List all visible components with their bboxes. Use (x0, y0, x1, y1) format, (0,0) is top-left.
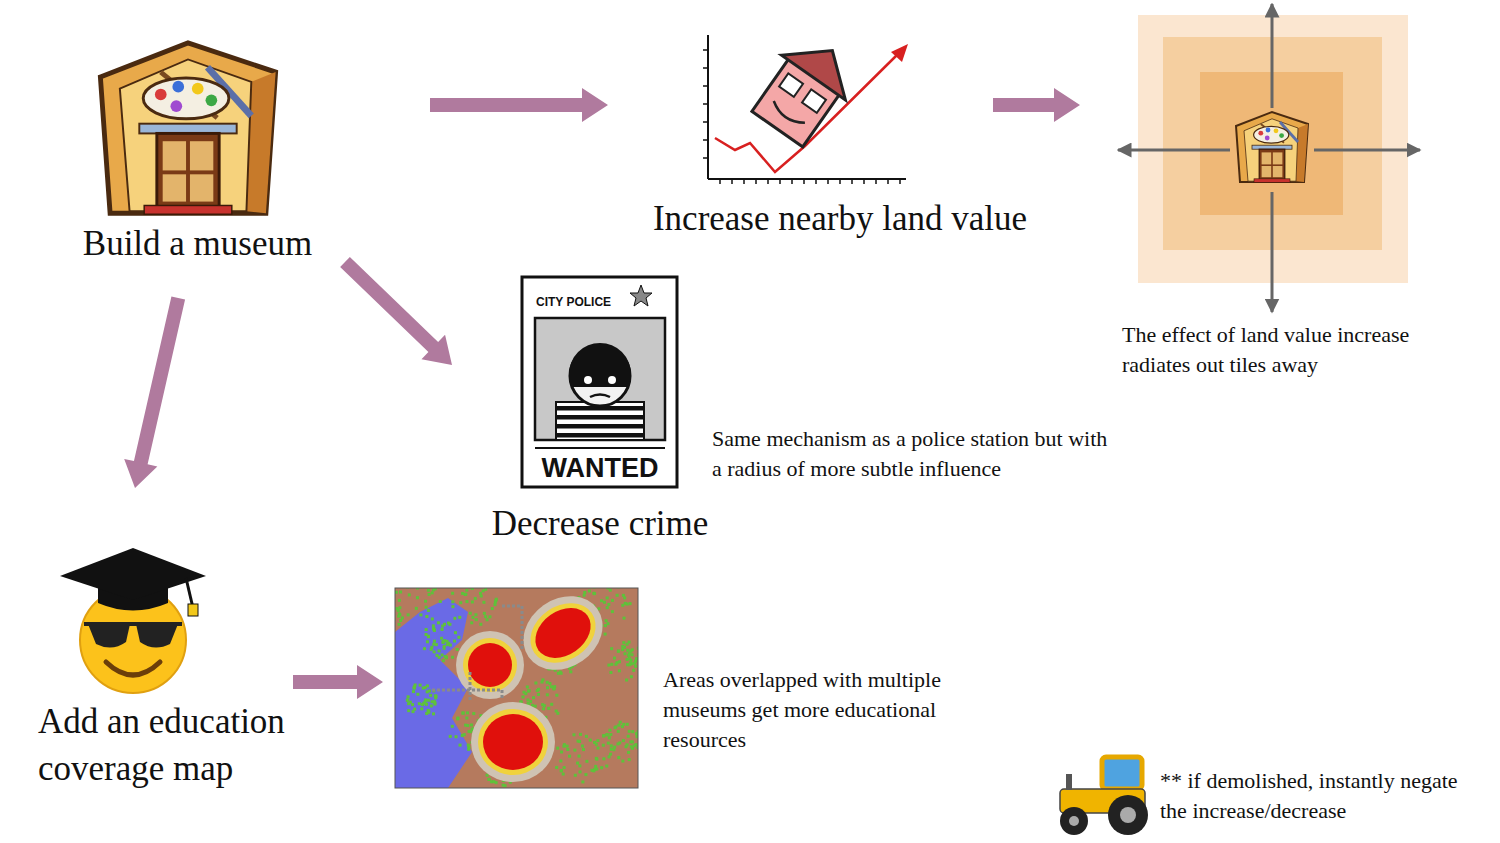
coverage-figure: Areas overlapped with multiple museums g… (390, 585, 1010, 790)
land-value-step: Increase nearby land value (615, 30, 1069, 246)
flow-arrow (430, 88, 608, 122)
step-label: Decrease crime (470, 500, 730, 547)
education-step: Add an education coverage map (30, 540, 330, 797)
flow-arrow (993, 88, 1080, 122)
step-label: Build a museum (60, 220, 335, 267)
land-value-chart (703, 28, 908, 184)
note-text: ** if demolished, instantly negate the i… (1160, 766, 1485, 826)
caption-text: Areas overlapped with multiple museums g… (663, 665, 1003, 755)
step-label: Add an education coverage map (38, 698, 323, 793)
caption-text: The effect of land value increase radiat… (1122, 320, 1482, 380)
tractor-icon (1060, 757, 1148, 835)
museum-step: Build a museum (60, 30, 339, 271)
museum-icon (100, 43, 275, 214)
coverage-map (395, 588, 638, 788)
radiation-squares (1118, 4, 1420, 312)
poster-title: WANTED (535, 450, 665, 487)
crime-step: Decrease crime (470, 272, 734, 551)
flow-arrow (293, 665, 383, 699)
flow-arrow (340, 257, 452, 365)
flow-arrow (124, 296, 185, 488)
graduate-emoji (60, 548, 206, 693)
note-text: Same mechanism as a police station but w… (712, 424, 1122, 484)
radiation-figure: The effect of land value increase radiat… (1110, 0, 1490, 385)
step-label: Increase nearby land value (615, 195, 1065, 242)
wanted-poster (522, 277, 677, 487)
poster-heading: CITY POLICE (536, 294, 631, 310)
